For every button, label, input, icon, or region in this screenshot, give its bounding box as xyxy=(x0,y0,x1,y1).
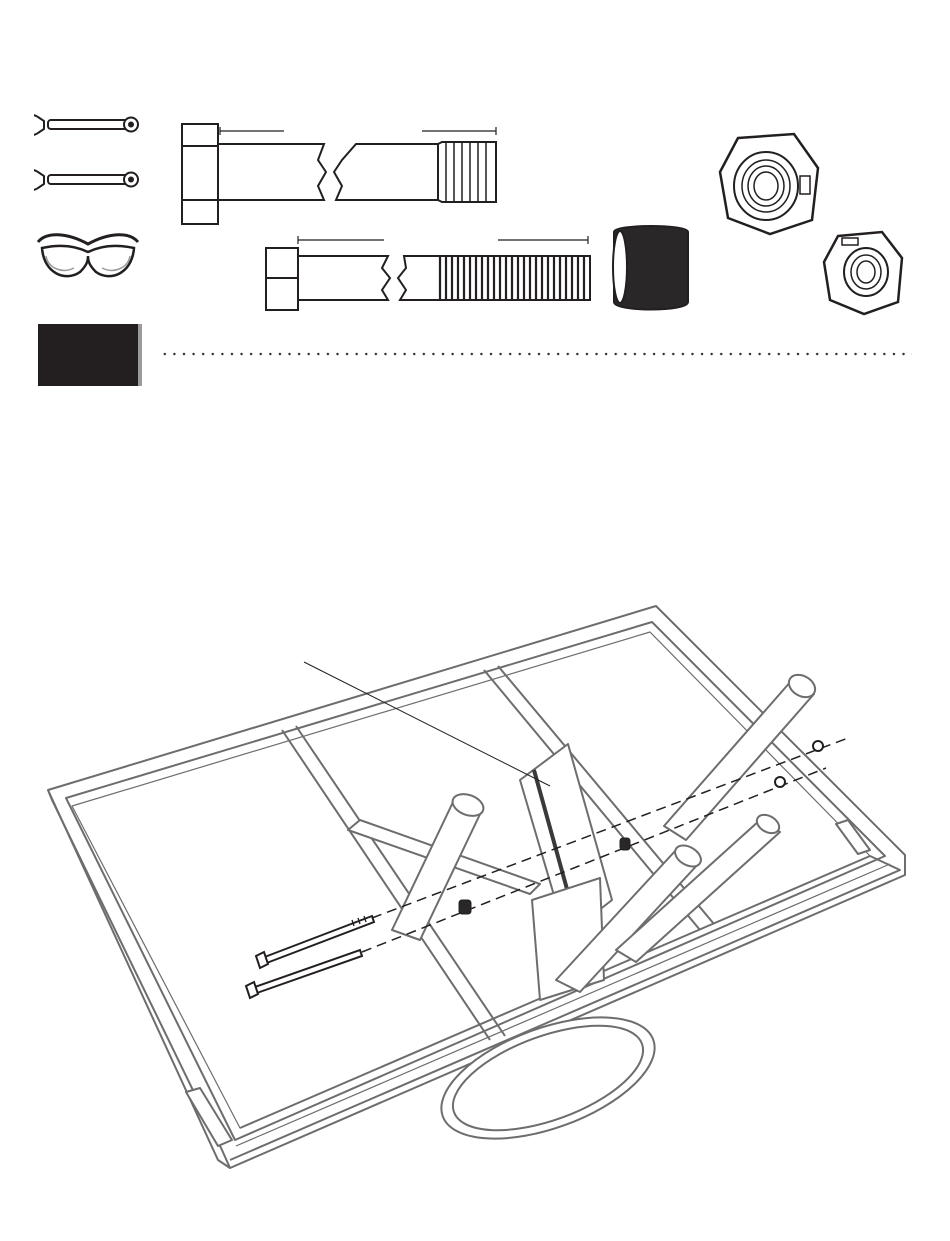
backboard-assembly-diagram xyxy=(40,600,910,1190)
spacer-icon xyxy=(606,222,696,314)
long-hex-bolt-icon xyxy=(176,120,510,228)
step-divider xyxy=(160,352,912,356)
safety-glasses-icon xyxy=(36,228,140,288)
wrench-icon xyxy=(34,112,142,138)
wrench-icon xyxy=(34,167,142,193)
long-threaded-bolt-icon xyxy=(262,232,592,314)
large-lock-nut-icon xyxy=(714,128,824,240)
small-lock-nut-icon xyxy=(820,228,906,318)
step-number-block xyxy=(38,324,138,386)
